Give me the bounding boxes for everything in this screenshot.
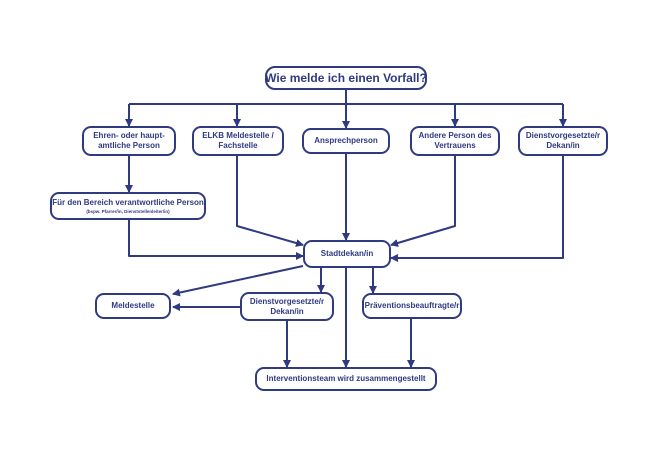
andere-line-2: Vertrauens bbox=[434, 141, 476, 150]
dienstvorgesetzte-top-node: Dienstvorgesetzte/r Dekan/in bbox=[518, 126, 608, 156]
meldestelle-node: Meldestelle bbox=[95, 293, 171, 319]
ehrenamt-line-2: amtliche Person bbox=[98, 141, 160, 150]
elkb-meldestelle-node: ELKB Meldestelle / Fachstelle bbox=[192, 126, 284, 156]
bereich-subtext: (bspw. Pfarrer/in, Dienststellenleiter/i… bbox=[86, 208, 170, 214]
meldestelle-text: Meldestelle bbox=[111, 301, 155, 310]
arrow-bereich-to-stadtdekan bbox=[128, 220, 304, 260]
praeventionsbeauftragte-node: Präventionsbeauftragte/r bbox=[362, 293, 462, 319]
dienst-top-line-1: Dienstvorgesetzte/r bbox=[525, 131, 601, 140]
title-node: Wie melde ich einen Vorfall? bbox=[265, 66, 427, 90]
elkb-line-1: ELKB Meldestelle / bbox=[202, 131, 274, 140]
bereich-text: Für den Bereich verantwortliche Person bbox=[52, 197, 204, 207]
arrow-elkb-to-stadtdekan bbox=[236, 156, 304, 247]
praevention-text: Präventionsbeauftragte/r bbox=[364, 301, 460, 310]
andere-person-node: Andere Person des Vertrauens bbox=[410, 126, 500, 156]
arrow-andere-to-stadtdekan bbox=[390, 156, 456, 247]
interventionsteam-node: Interventionsteam wird zusammengestellt bbox=[255, 367, 437, 391]
dienstvorgesetzte-mid-node: Dienstvorgesetzte/r Dekan/in bbox=[240, 292, 334, 321]
stadtdekan-text: Stadtdekan/in bbox=[320, 249, 374, 258]
andere-line-1: Andere Person des bbox=[418, 131, 492, 140]
ehrenamt-line-1: Ehren- oder haupt- bbox=[93, 131, 165, 140]
arrow-dienst-top-to-stadtdekan bbox=[390, 156, 564, 262]
dienst-top-line-2: Dekan/in bbox=[546, 141, 580, 150]
ansprechperson-node: Ansprechperson bbox=[302, 128, 390, 154]
title-text: Wie melde ich einen Vorfall? bbox=[265, 70, 427, 85]
ansprechperson-text: Ansprechperson bbox=[314, 136, 378, 145]
stadtdekan-node: Stadtdekan/in bbox=[303, 240, 391, 268]
dienst-mid-line-2: Dekan/in bbox=[270, 306, 304, 316]
dienst-mid-line-1: Dienstvorgesetzte/r bbox=[249, 296, 325, 306]
intervention-text: Interventionsteam wird zusammengestellt bbox=[266, 374, 426, 383]
ehrenamt-node: Ehren- oder haupt- amtliche Person bbox=[82, 126, 176, 156]
arrow-stadtdekan-to-meldestelle bbox=[172, 265, 304, 297]
elkb-line-2: Fachstelle bbox=[218, 141, 258, 150]
bereich-verantwortliche-node: Für den Bereich verantwortliche Person (… bbox=[50, 192, 206, 220]
